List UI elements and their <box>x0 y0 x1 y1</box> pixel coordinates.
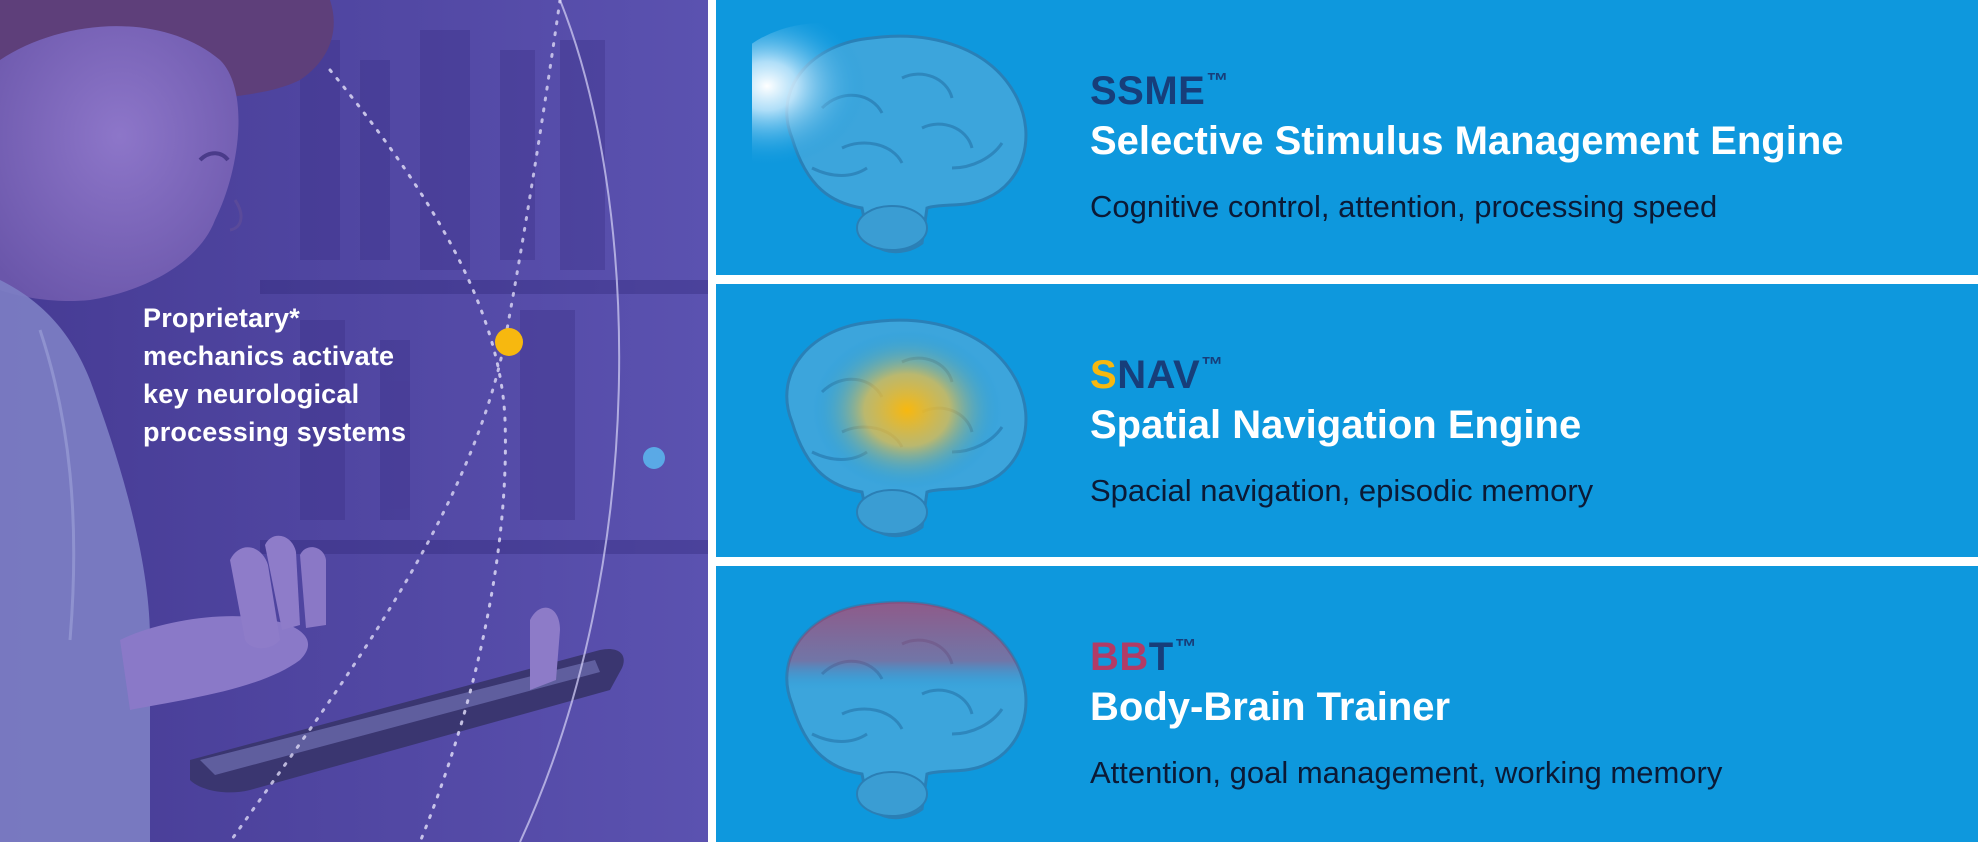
brain-icon <box>752 23 1028 254</box>
hero-caption-line: mechanics activate <box>143 341 395 371</box>
hero-photo-panel: Proprietary* mechanics activate key neur… <box>0 0 708 842</box>
engine-card-snav: SNAV™ Spatial Navigation Engine Spacial … <box>716 284 1978 557</box>
hero-caption-line: Proprietary* <box>143 303 300 333</box>
blue-node-icon <box>643 447 665 469</box>
engine-acronym: BBT™ <box>1090 624 1722 680</box>
engine-name: Body-Brain Trainer <box>1090 685 1451 729</box>
engine-name: Spatial Navigation Engine <box>1090 403 1582 447</box>
engine-name: Selective Stimulus Management Engine <box>1090 119 1844 163</box>
engine-description: Spacial navigation, episodic memory <box>1090 473 1594 508</box>
engine-cards: SSME™ Selective Stimulus Management Engi… <box>716 0 1978 842</box>
engine-text: SSME™ Selective Stimulus Management Engi… <box>1090 58 1844 226</box>
trademark-symbol: ™ <box>1201 352 1224 377</box>
acronym-highlight: S <box>1090 353 1118 397</box>
engine-card-ssme: SSME™ Selective Stimulus Management Engi… <box>716 0 1978 275</box>
trademark-symbol: ™ <box>1174 634 1198 659</box>
engine-text: SNAV™ Spatial Navigation Engine Spacial … <box>1090 342 1593 510</box>
acronym-highlight: BB <box>1090 635 1149 679</box>
engine-acronym: SSME™ <box>1090 58 1844 114</box>
child-with-tablet-illustration <box>0 0 708 842</box>
engine-text: BBT™ Body-Brain Trainer Attention, goal … <box>1090 624 1722 792</box>
engine-description: Cognitive control, attention, processing… <box>1090 189 1718 224</box>
brain-icon <box>785 318 1028 538</box>
hero-caption: Proprietary* mechanics activate key neur… <box>143 299 443 451</box>
acronym-text: T <box>1148 635 1174 679</box>
engine-description: Attention, goal management, working memo… <box>1090 755 1723 790</box>
acronym-text: NAV <box>1117 353 1201 397</box>
engine-card-bbt: BBT™ Body-Brain Trainer Attention, goal … <box>716 566 1978 842</box>
hero-caption-line: key neurological <box>143 379 360 409</box>
engine-acronym: SNAV™ <box>1090 342 1593 398</box>
brain-icon <box>785 600 1028 820</box>
hero-caption-line: processing systems <box>143 417 407 447</box>
trademark-symbol: ™ <box>1206 68 1229 93</box>
acronym-text: SSME <box>1090 69 1206 113</box>
yellow-node-icon <box>495 328 523 356</box>
